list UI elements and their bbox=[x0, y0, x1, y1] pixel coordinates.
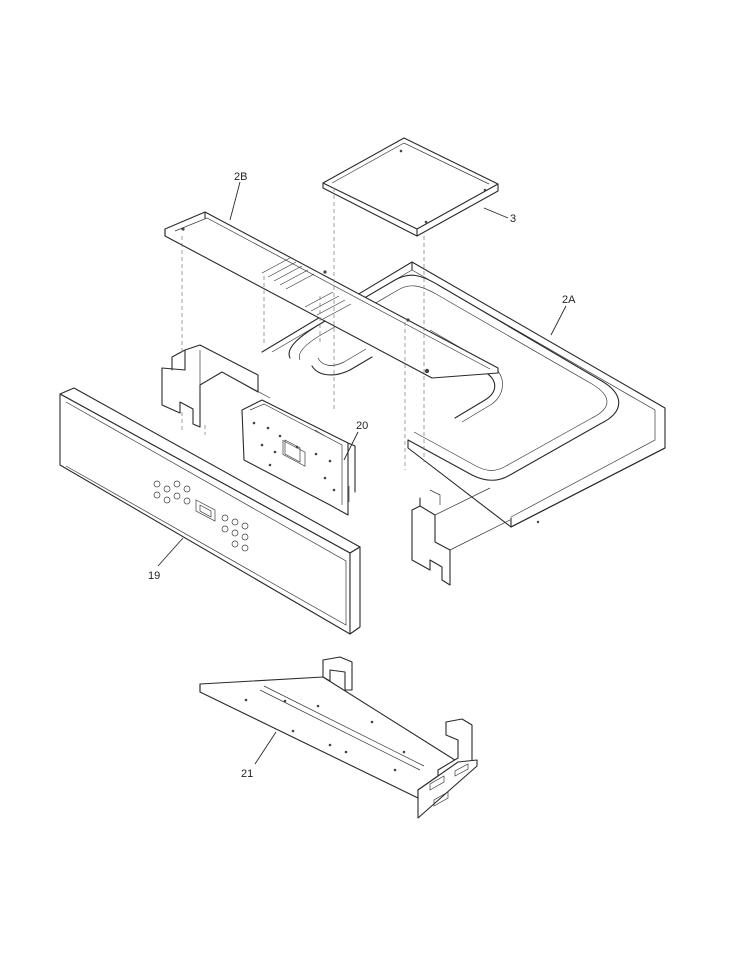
callout-3: 3 bbox=[510, 213, 516, 225]
part-2b-top-cover bbox=[164, 211, 499, 379]
callout-2b: 2B bbox=[234, 171, 247, 183]
part-21-lower-bracket bbox=[199, 656, 478, 819]
callout-20: 20 bbox=[356, 420, 368, 432]
left-side-bracket bbox=[161, 344, 271, 428]
assembly-guide-lines bbox=[181, 188, 425, 470]
leader-lines bbox=[157, 181, 567, 765]
part-19-control-panel bbox=[59, 387, 361, 635]
callout-21: 21 bbox=[241, 768, 253, 780]
part-3-top-plate bbox=[322, 137, 499, 237]
callout-2a: 2A bbox=[562, 294, 576, 306]
part-20-control-board bbox=[241, 399, 356, 516]
callout-19: 19 bbox=[148, 570, 160, 582]
